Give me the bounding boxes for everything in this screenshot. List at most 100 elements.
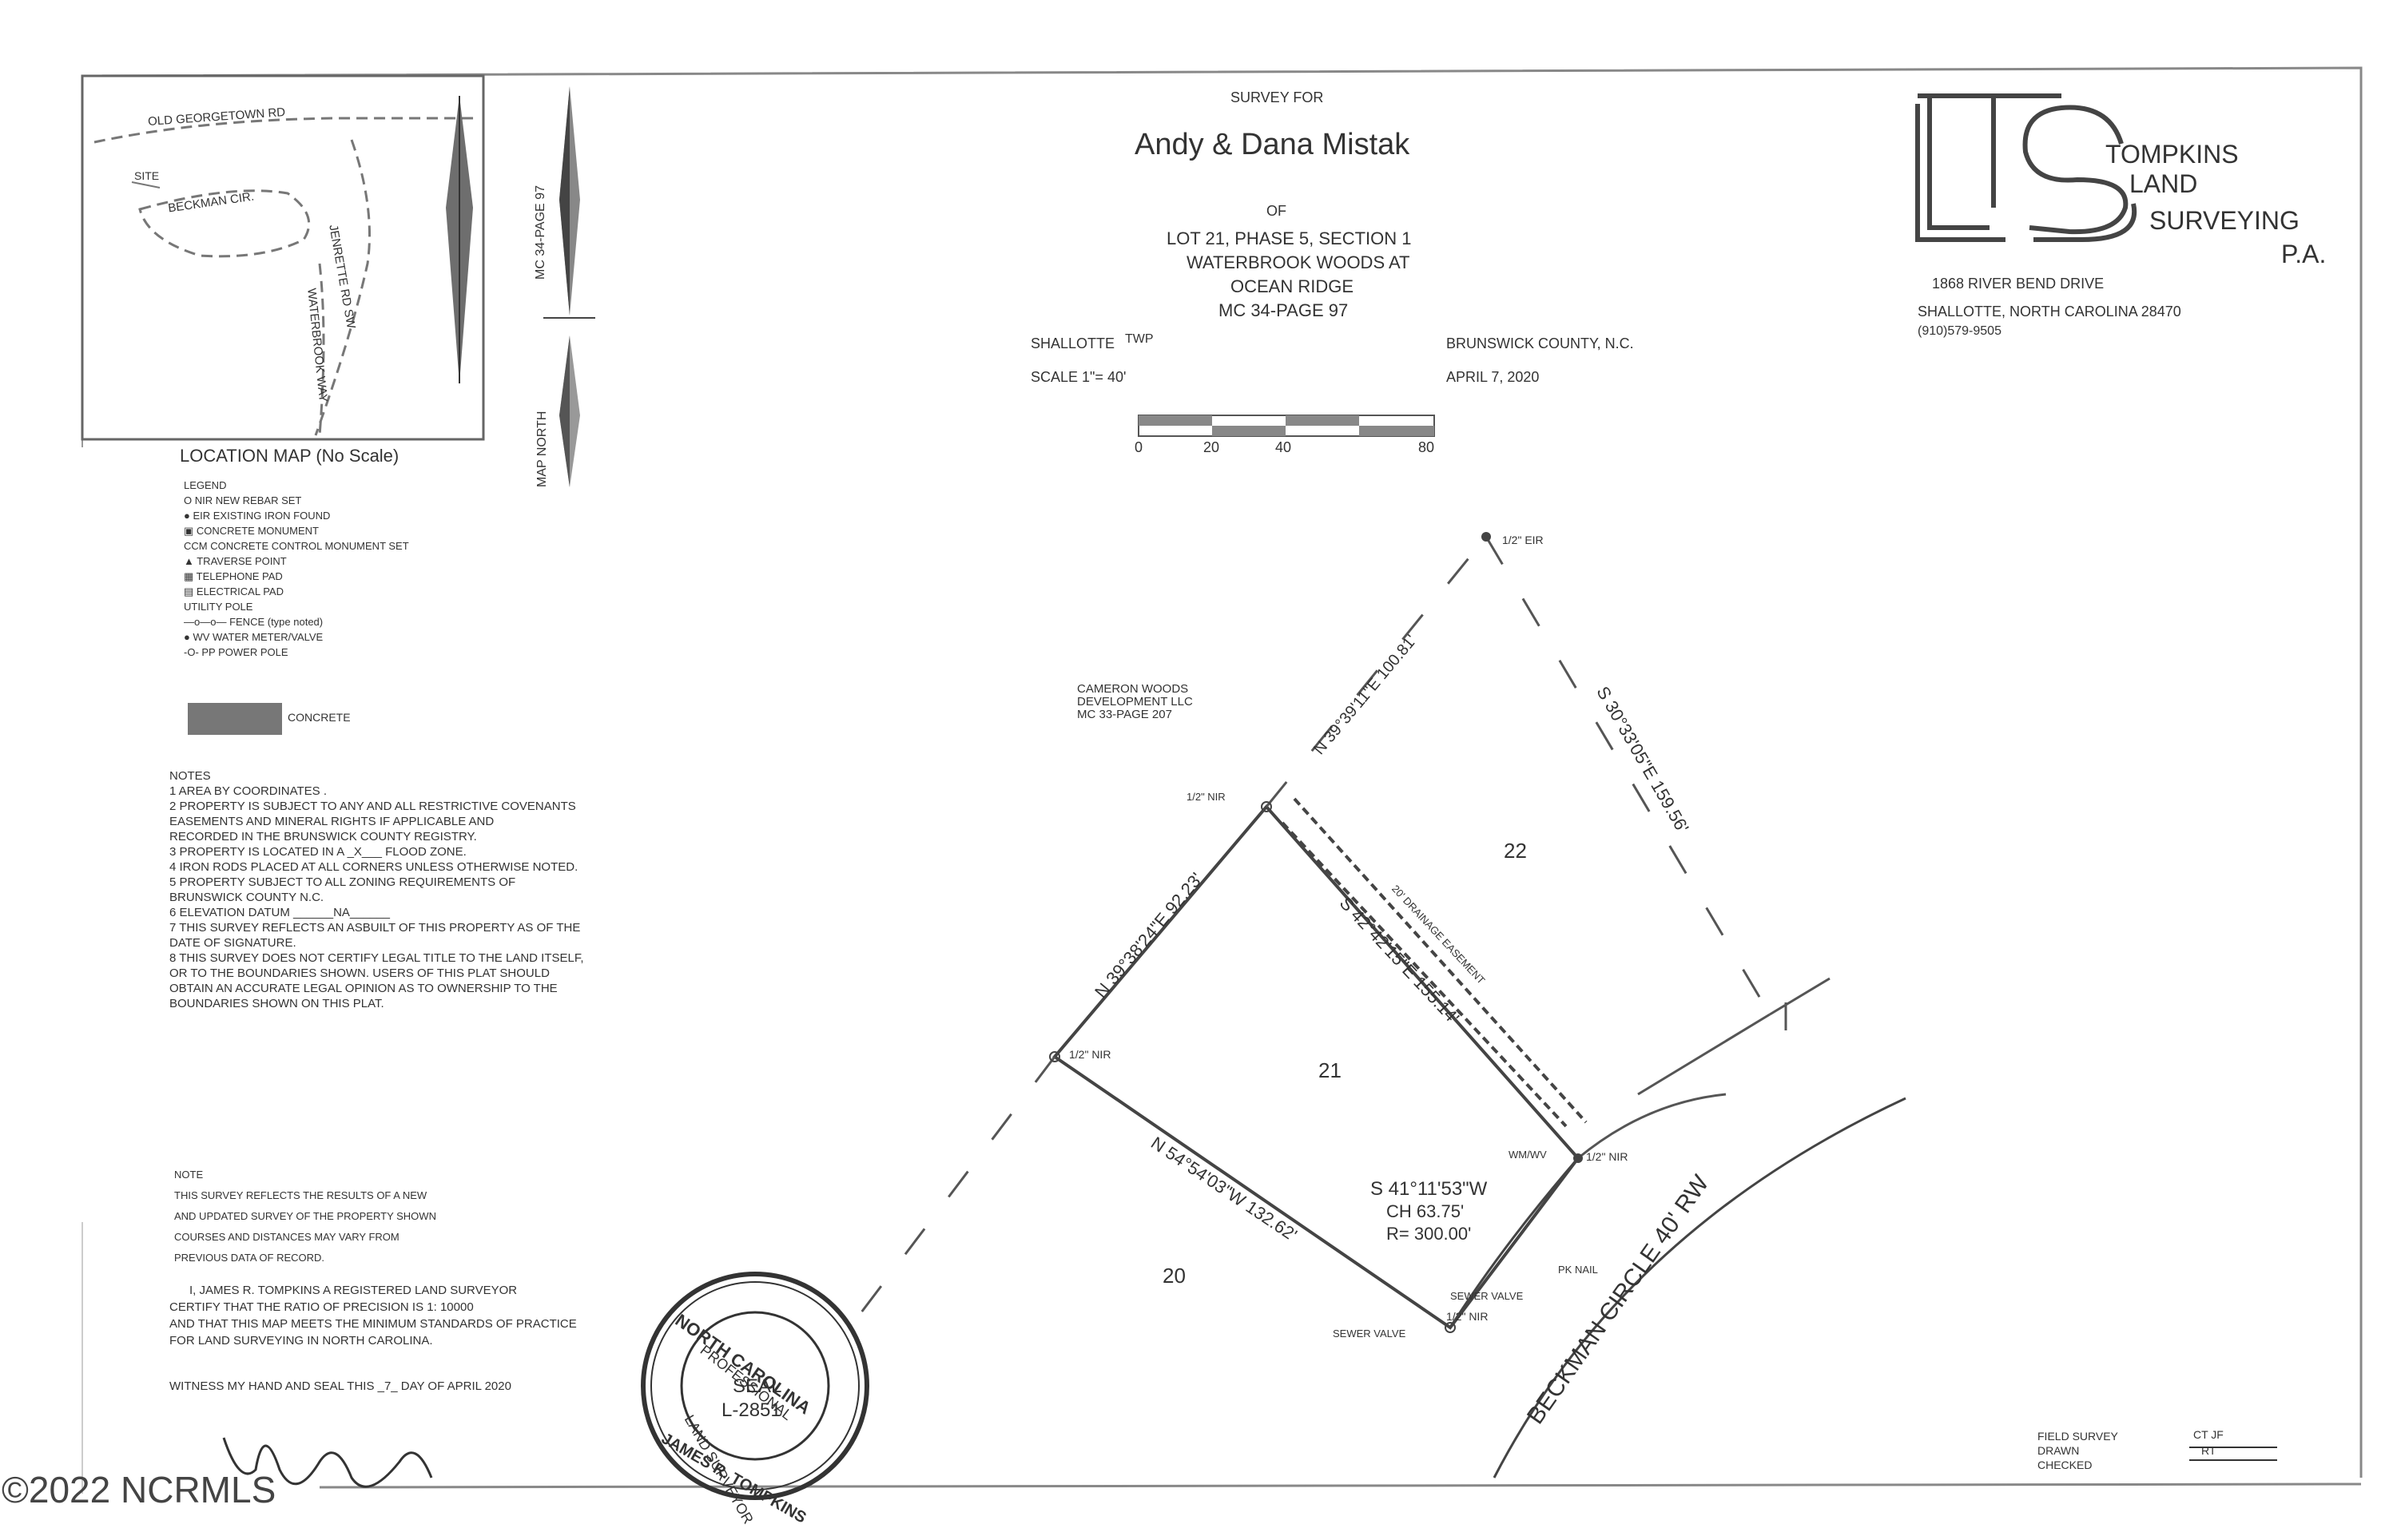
- field-survey-label: FIELD SURVEY: [2037, 1430, 2118, 1443]
- note-2: NOTE THIS SURVEY REFLECTS THE RESULTS OF…: [174, 1165, 436, 1268]
- notes-title: NOTES: [169, 769, 211, 783]
- survey-date: APRIL 7, 2020: [1446, 369, 1540, 385]
- lot-line-3: OCEAN RIDGE: [1230, 276, 1354, 296]
- company-name-3: SURVEYING: [2149, 206, 2300, 235]
- seal-number: L-2851: [721, 1399, 781, 1421]
- of-label: OF: [1266, 203, 1286, 219]
- iron-pin: [1573, 1153, 1583, 1163]
- legend-item: UTILITY POLE: [184, 601, 253, 613]
- note-line: BRUNSWICK COUNTY N.C.: [169, 891, 324, 904]
- legend-item: CCM CONCRETE CONTROL MONUMENT SET: [184, 540, 409, 552]
- drawn-label: DRAWN: [2037, 1444, 2080, 1457]
- note-line: 2 PROPERTY IS SUBJECT TO ANY AND ALL RES…: [169, 800, 576, 813]
- cert-line: AND THAT THIS MAP MEETS THE MINIMUM STAN…: [169, 1317, 577, 1331]
- seal-word: SEAL: [733, 1375, 782, 1397]
- iron-pin: [1445, 1322, 1456, 1333]
- scale-tick-0: 0: [1135, 439, 1143, 455]
- lot-line-1: LOT 21, PHASE 5, SECTION 1: [1167, 228, 1412, 248]
- note-2-line: AND UPDATED SURVEY OF THE PROPERTY SHOWN: [174, 1210, 436, 1222]
- iron-label: 1/2" NIR: [1187, 791, 1226, 803]
- adjoiner-ref: MC 33-PAGE 207: [1077, 708, 1172, 721]
- company-city: SHALLOTTE, NORTH CAROLINA 28470: [1918, 304, 2181, 320]
- legend-item: -O- PP POWER POLE: [184, 646, 288, 658]
- legend-item: —o—o— FENCE (type noted): [184, 616, 324, 628]
- note-2-line: THIS SURVEY REFLECTS THE RESULTS OF A NE…: [174, 1189, 427, 1201]
- iron-label: 1/2" NIR: [1069, 1048, 1111, 1061]
- note-line: EASEMENTS AND MINERAL RIGHTS IF APPLICAB…: [169, 815, 495, 828]
- iron-pin: [1261, 801, 1272, 812]
- curve-radius: R= 300.00': [1386, 1224, 1472, 1244]
- legend-title: LEGEND: [184, 479, 227, 491]
- note-line: OR TO THE BOUNDARIES SHOWN. USERS OF THI…: [169, 966, 550, 980]
- legend: LEGEND O NIR NEW REBAR SET ● EIR EXISTIN…: [184, 478, 409, 660]
- sheet-border: [81, 66, 2363, 1478]
- cert-line: CERTIFY THAT THE RATIO OF PRECISION IS 1…: [169, 1300, 474, 1314]
- mc-label-vertical: MC 34-PAGE 97: [534, 185, 547, 280]
- sewer-valve-label: SEWER VALVE: [1333, 1328, 1406, 1340]
- township: SHALLOTTE: [1031, 335, 1115, 351]
- survey-for: SURVEY FOR: [1230, 89, 1324, 105]
- note-line: OBTAIN AN ACCURATE LEGAL OPINION AS TO O…: [169, 982, 558, 995]
- legend-item: O NIR NEW REBAR SET: [184, 494, 302, 506]
- lot-22-boundary: [1265, 536, 1831, 1096]
- iron-label: 1/2" NIR: [1446, 1310, 1489, 1323]
- legend-item: ▲ TRAVERSE POINT: [184, 555, 287, 567]
- lot-line-2: WATERBROOK WOODS AT: [1187, 252, 1410, 272]
- cert-line: FOR LAND SURVEYING IN NORTH CAROLINA.: [169, 1334, 433, 1348]
- owner-name: Andy & Dana Mistak: [1135, 128, 1410, 161]
- legend-item: ▦ TELEPHONE PAD: [184, 570, 283, 582]
- surveyor-seal: [641, 1272, 869, 1500]
- note-line: 7 THIS SURVEY REFLECTS AN ASBUILT OF THI…: [169, 921, 581, 935]
- note-line: 8 THIS SURVEY DOES NOT CERTIFY LEGAL TIT…: [169, 951, 584, 965]
- field-survey-value: CT JF: [2193, 1428, 2224, 1441]
- company-phone: (910)579-9505: [1918, 324, 2001, 338]
- company-name-1: TOMPKINS: [2105, 140, 2239, 169]
- note-line: 5 PROPERTY SUBJECT TO ALL ZONING REQUIRE…: [169, 875, 516, 889]
- iron-label: 1/2" NIR: [1586, 1150, 1628, 1163]
- cert-line: I, JAMES R. TOMPKINS A REGISTERED LAND S…: [189, 1284, 518, 1297]
- signature: [222, 1437, 433, 1488]
- iron-pin: [1049, 1051, 1060, 1062]
- certification: I, JAMES R. TOMPKINS A REGISTERED LAND S…: [169, 1282, 577, 1349]
- company-address: 1868 RIVER BEND DRIVE: [1932, 276, 2105, 292]
- adjoiner-name-2: DEVELOPMENT LLC: [1077, 695, 1193, 708]
- iron-label: 1/2" EIR: [1502, 534, 1544, 546]
- county: BRUNSWICK COUNTY, N.C.: [1446, 335, 1634, 351]
- checked-label: CHECKED: [2037, 1459, 2093, 1471]
- location-map-caption: LOCATION MAP (No Scale): [180, 446, 400, 466]
- company-logo: [1915, 93, 2137, 242]
- concrete-swatch: [188, 703, 282, 735]
- legend-item: ● WV WATER METER/VALVE: [184, 631, 324, 643]
- site-label: SITE: [134, 169, 160, 182]
- scale-tick-40: 40: [1275, 439, 1292, 455]
- lot-21-number: 21: [1318, 1058, 1342, 1082]
- iron-pin: [1481, 532, 1491, 542]
- legend-item: ▣ CONCRETE MONUMENT: [184, 525, 319, 537]
- lot-20-line: [837, 1056, 1056, 1343]
- map-north-label: MAP NORTH: [535, 411, 549, 487]
- company-name-4: P.A.: [2281, 240, 2327, 268]
- location-map-frame: [81, 74, 485, 441]
- sewer-valve-label: SEWER VALVE: [1450, 1290, 1524, 1302]
- note-2-title: NOTE: [174, 1169, 204, 1181]
- note-line: 1 AREA BY COORDINATES .: [169, 784, 328, 798]
- adjoiner-name: CAMERON WOODS: [1077, 682, 1189, 696]
- note-line: 3 PROPERTY IS LOCATED IN A _X___ FLOOD Z…: [169, 845, 467, 859]
- note-line: BOUNDARIES SHOWN ON THIS PLAT.: [169, 997, 384, 1010]
- drawn-value: RT: [2201, 1444, 2216, 1457]
- lot-22-number: 22: [1504, 839, 1527, 863]
- adjoiner-label: CAMERON WOODS DEVELOPMENT LLC MC 33-PAGE…: [1077, 683, 1193, 721]
- curve-chord: CH 63.75': [1386, 1201, 1465, 1221]
- note-line: 4 IRON RODS PLACED AT ALL CORNERS UNLESS…: [169, 860, 578, 874]
- legend-concrete: CONCRETE: [288, 711, 351, 724]
- lot-20-number: 20: [1163, 1264, 1186, 1288]
- lot-line-4: MC 34-PAGE 97: [1218, 300, 1349, 320]
- watermark: ©2022 NCRMLS: [2, 1469, 276, 1510]
- company-name-2: LAND: [2129, 169, 2198, 198]
- notes: NOTES 1 AREA BY COORDINATES . 2 PROPERTY…: [169, 768, 584, 1011]
- legend-item: ▤ ELECTRICAL PAD: [184, 585, 284, 597]
- note-2-line: PREVIOUS DATA OF RECORD.: [174, 1252, 325, 1264]
- note-line: DATE OF SIGNATURE.: [169, 936, 296, 950]
- note-2-line: COURSES AND DISTANCES MAY VARY FROM: [174, 1231, 400, 1243]
